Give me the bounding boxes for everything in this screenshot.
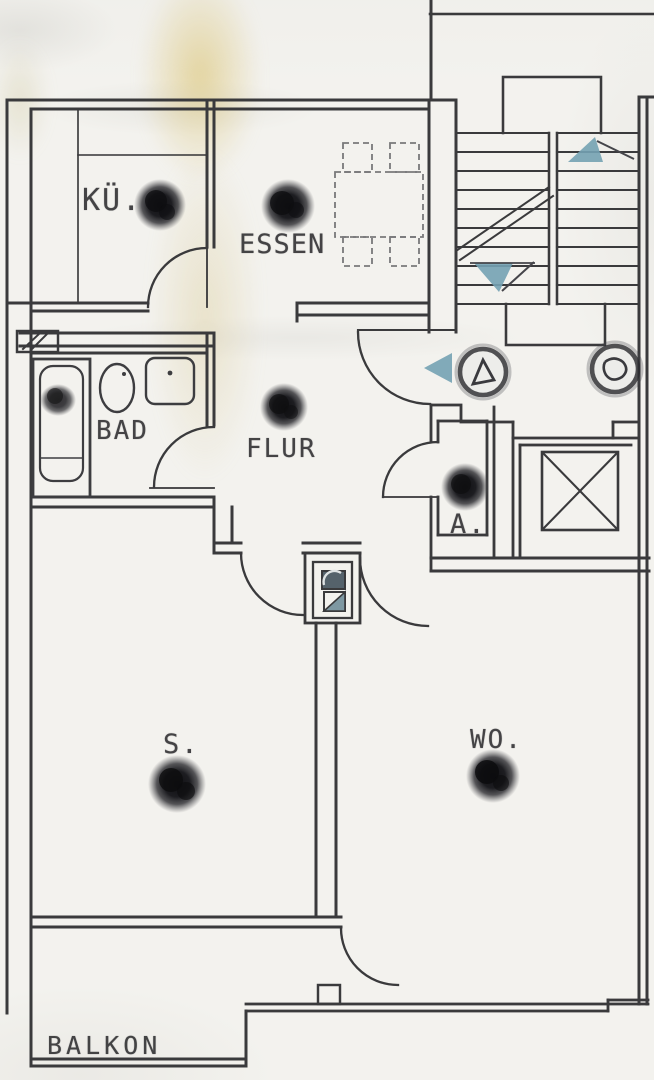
kitchen-counter [77,109,208,304]
walls [5,0,654,1068]
bottom-walls [244,983,650,1013]
chimney-icon [303,551,362,625]
room-label-bedroom: S. [163,729,200,760]
entry-door-arc [356,328,458,406]
scan-mark-icon [134,179,186,231]
hall-walls [212,541,362,555]
stair-arrow-up-icon [568,137,603,162]
room-label-storage: A. [450,509,487,540]
kitchen-door-arc [146,246,209,309]
scan-mark-icon [40,384,76,416]
room-label-dining: ESSEN [239,229,326,260]
bath-fixtures [31,356,196,499]
bedroom-door-arc [239,551,305,617]
chair-icon [389,236,420,267]
chair-icon [389,142,420,173]
stair-arrow-down-icon [474,263,513,292]
landing-stamps [454,340,644,401]
elevator-room-walls [511,420,641,560]
balcony-door-arc [339,925,400,987]
storage-door-arc [381,440,440,499]
bathtub-icon [31,357,92,499]
outer-walls [5,98,458,1068]
scan-marks [40,179,520,813]
room-divider-wall [29,621,343,929]
sink-icon [144,356,196,406]
room-label-bath: BAD [96,416,149,446]
elevator-icon [540,450,620,532]
room-label-balcony: BALKON [47,1031,162,1060]
dining-table-icon [334,171,424,238]
chair-icon [342,142,373,173]
toilet-icon [98,362,136,414]
scan-mark-icon [466,749,520,803]
stair-arrows [424,137,635,383]
chair-icon [342,236,373,267]
scan-mark-icon [441,463,489,511]
landing-stamp-icon [454,343,512,401]
living-door-arc [358,556,430,628]
shaft-hatch-icon [15,329,60,354]
scan-mark-icon [148,755,206,813]
scan-mark-icon [260,383,308,431]
room-label-hall: FLUR [246,434,317,464]
room-label-kitchen: KÜ. [82,183,143,218]
room-label-living: WO. [470,725,523,755]
stairs-icon [454,75,641,347]
living-top-wall [429,556,651,573]
balcony-walls [29,1009,248,1068]
bath-door-arc [149,425,216,489]
building-walls [428,0,654,1006]
dining-walls [295,98,458,334]
entry-arrow-icon [424,353,452,383]
landing-stamp-icon [586,340,644,398]
scan-mark-icon [261,179,315,233]
dining-furniture [334,142,424,267]
stair-break-line [454,185,555,262]
